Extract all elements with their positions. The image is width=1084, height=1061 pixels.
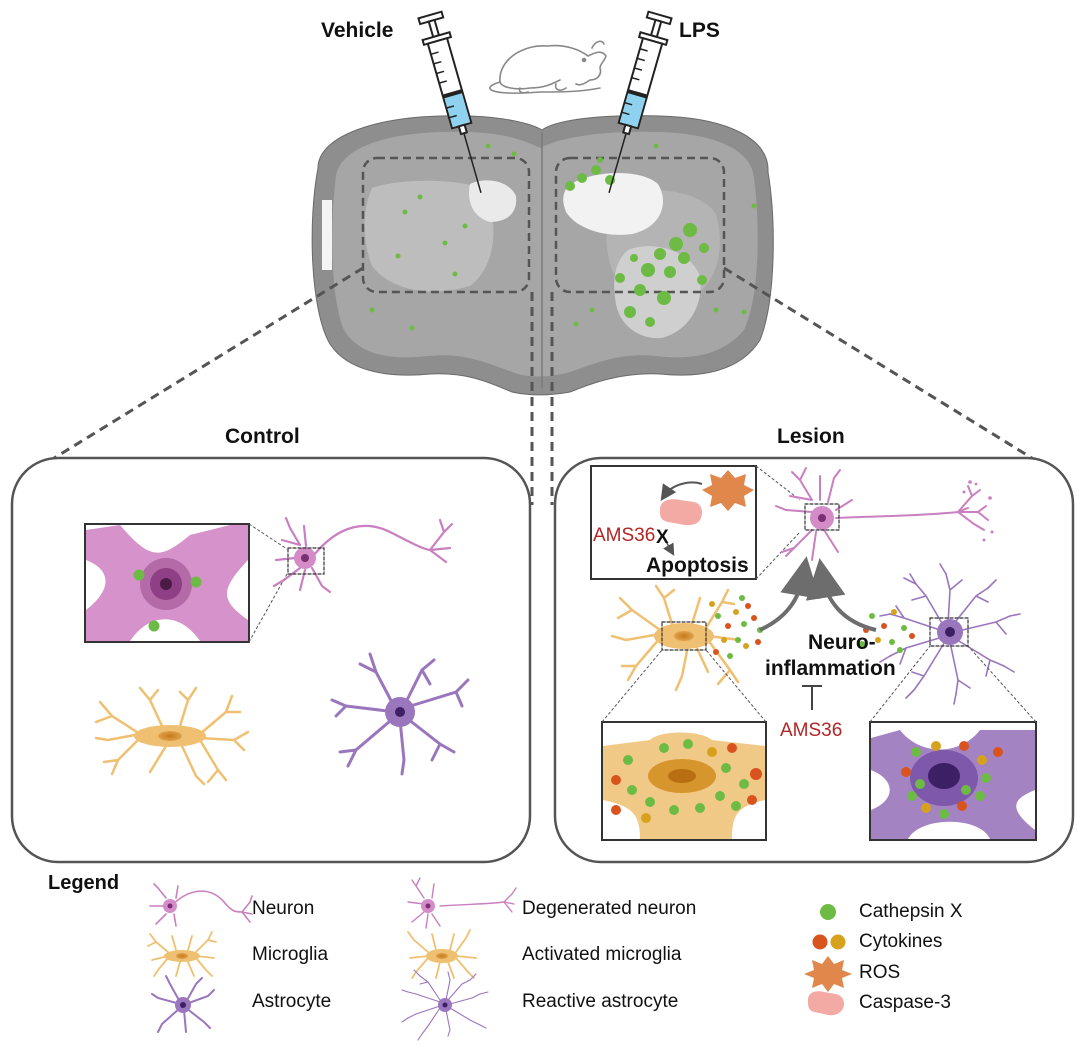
neuroinflammation-label-line1: Neuro- [808, 631, 876, 654]
reactive-astrocyte [879, 563, 1021, 705]
control-roi-box [361, 156, 531, 294]
lps-syringe [608, 10, 673, 194]
microglia-to-neuron-arrow [759, 556, 820, 632]
degenerated-neuron-fragments [962, 480, 994, 542]
legend-caspase-3-icon [808, 991, 844, 1016]
legend-cytokines-label: Cytokines [859, 931, 943, 952]
brain-cathepsin-dots [369, 143, 757, 331]
legend-astrocyte-label: Astrocyte [252, 991, 332, 1012]
legend-cytokine-red-icon [812, 934, 828, 950]
legend-caspase-3-label: Caspase-3 [859, 992, 951, 1013]
ams36-top-label: AMS36 [593, 525, 656, 546]
legend-title: Legend [48, 872, 120, 894]
legend-microglia-icon [147, 931, 217, 977]
control-title: Control [225, 425, 300, 448]
legend-ros-label: ROS [859, 962, 901, 983]
control-neuron [272, 516, 454, 594]
vehicle-syringe [417, 10, 482, 194]
legend-ros-icon [804, 956, 852, 992]
legend-cathepsin-x-icon [820, 904, 836, 920]
legend-reactive-astrocyte-label: Reactive astrocyte [522, 991, 679, 1012]
ros-to-caspase-arrow [660, 481, 703, 501]
astrocyte-to-neuron-arrow [805, 558, 877, 632]
legend-degenerated-neuron-label: Degenerated neuron [522, 898, 697, 919]
legend-cathepsin-x-label: Cathepsin X [859, 901, 963, 922]
ros-icon [702, 470, 754, 511]
rat-icon [489, 40, 607, 94]
vehicle-label: Vehicle [321, 19, 394, 42]
legend-neuron-label: Neuron [252, 898, 315, 919]
degenerated-neuron [775, 467, 989, 561]
legend-cytokine-yellow-icon [830, 934, 846, 950]
microglia-secretions [709, 595, 763, 659]
control-microglia [94, 686, 250, 786]
caspase-3-icon [660, 499, 702, 526]
inhibition-symbol [802, 685, 822, 710]
legend-astrocyte-icon [151, 975, 215, 1033]
control-panel [10, 456, 532, 864]
control-neuron-zoom [84, 523, 288, 643]
lesion-title: Lesion [777, 425, 845, 448]
reactive-astrocyte-zoom [869, 645, 1037, 841]
block-mark: X [656, 527, 669, 548]
legend-neuron-icon [149, 883, 253, 927]
legend-activated-microglia-icon [407, 929, 477, 979]
lps-label: LPS [679, 19, 720, 42]
neuroinflammation-label-line2: inflammation [765, 657, 896, 680]
activated-microglia-zoom [601, 649, 767, 841]
lesion-roi-box [554, 156, 726, 294]
zoom-connectors [37, 266, 1049, 505]
legend-degenerated-neuron-icon [407, 877, 517, 929]
ams36-bottom-label: AMS36 [780, 720, 843, 741]
legend-microglia-label: Microglia [252, 944, 329, 965]
caspase-to-apoptosis-arrow [663, 537, 675, 556]
legend-activated-microglia-label: Activated microglia [522, 944, 682, 965]
control-astrocyte [330, 652, 470, 776]
apoptosis-label: Apoptosis [646, 554, 749, 577]
legend-reactive-astrocyte-icon [401, 969, 489, 1041]
